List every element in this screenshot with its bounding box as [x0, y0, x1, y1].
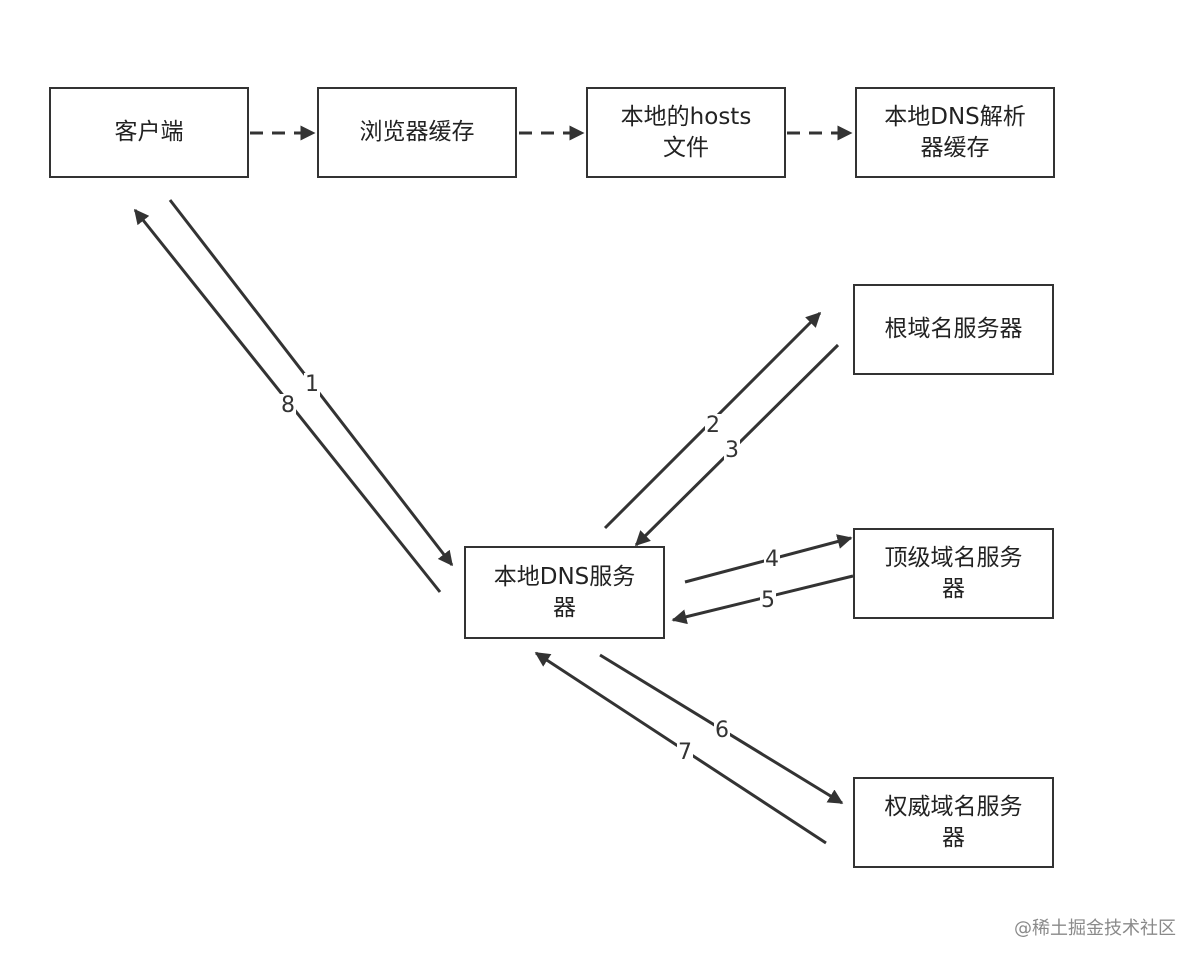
step-label-8: 8 [280, 393, 296, 418]
step-label-7: 7 [677, 740, 693, 765]
client-box: 客户端 [49, 87, 249, 178]
watermark-text: @稀土掘金技术社区 [1014, 918, 1176, 939]
step-label-6: 6 [714, 718, 730, 743]
local-dns-server-box: 本地DNS服务 器 [464, 546, 665, 639]
local-dns-cache-box: 本地DNS解析 器缓存 [855, 87, 1055, 178]
browser-cache-box: 浏览器缓存 [317, 87, 517, 178]
tld-server-box: 顶级域名服务 器 [853, 528, 1054, 619]
step-label-1: 1 [304, 372, 320, 397]
auth-server-box: 权威域名服务 器 [853, 777, 1054, 868]
hosts-file-box: 本地的hosts 文件 [586, 87, 786, 178]
root-server-box: 根域名服务器 [853, 284, 1054, 375]
step-label-4: 4 [764, 547, 780, 572]
step-label-3: 3 [724, 438, 740, 463]
step-label-5: 5 [760, 588, 776, 613]
step-label-2: 2 [705, 413, 721, 438]
